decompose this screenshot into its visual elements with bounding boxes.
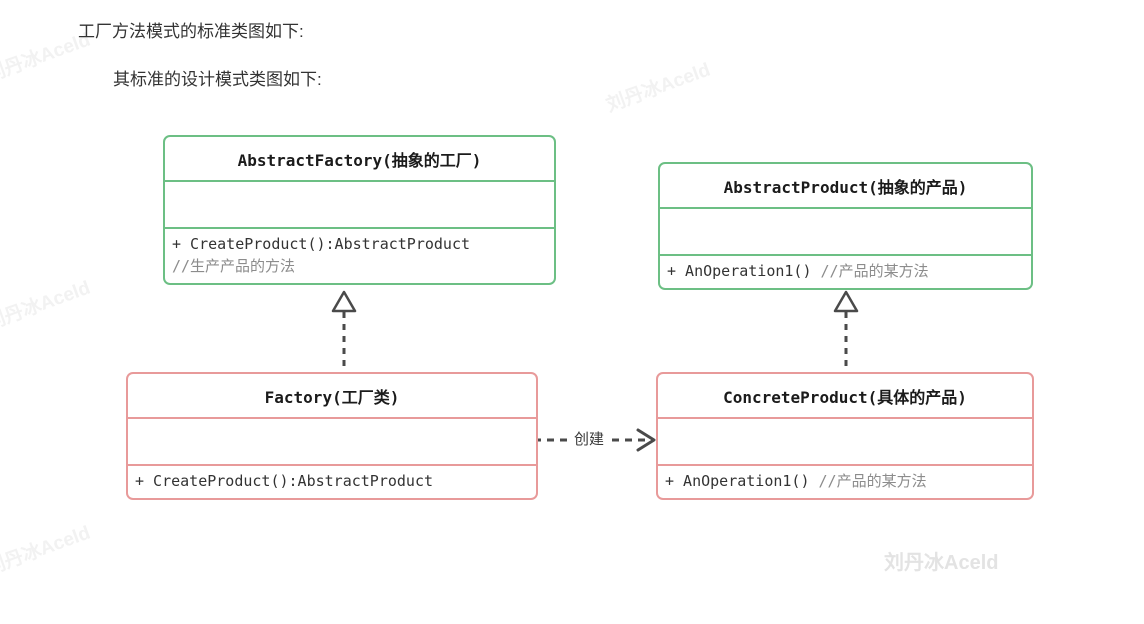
uml-attributes-compartment	[658, 419, 1032, 464]
uml-compartment-divider	[165, 227, 554, 229]
heading-line-1: 工厂方法模式的标准类图如下:	[78, 22, 304, 41]
uml-class-title: AbstractProduct(抽象的产品)	[723, 178, 968, 197]
uml-compartment-divider	[128, 464, 536, 466]
uml-method-signature: + CreateProduct():AbstractProduct	[135, 472, 434, 490]
uml-attributes-compartment	[128, 419, 536, 464]
uml-method-signature: + AnOperation1()	[665, 472, 810, 490]
realization-factory-to-abstract-factory	[331, 290, 357, 378]
uml-attributes-compartment	[165, 182, 554, 227]
watermark-center: 刘丹冰Aceld	[603, 59, 714, 117]
heading-line-2: 其标准的设计模式类图如下:	[113, 70, 322, 89]
uml-compartment-divider	[658, 464, 1032, 466]
uml-compartment-divider	[165, 180, 554, 182]
watermark-main: 刘丹冰Aceld	[884, 552, 999, 574]
uml-method-comment: //产品的某方法	[820, 262, 929, 280]
uml-class-abstract-factory[interactable]: AbstractFactory(抽象的工厂) + CreateProduct()…	[163, 135, 556, 285]
uml-methods-compartment: + CreateProduct():AbstractProduct //生产产品…	[165, 229, 554, 283]
uml-class-factory[interactable]: Factory(工厂类) + CreateProduct():AbstractP…	[126, 372, 538, 500]
uml-method-row: + AnOperation1() //产品的某方法	[667, 261, 1025, 283]
uml-attributes-compartment	[660, 209, 1031, 254]
uml-class-concrete-product[interactable]: ConcreteProduct(具体的产品) + AnOperation1() …	[656, 372, 1034, 500]
relation-label-create: 创建	[572, 428, 607, 449]
uml-methods-compartment: + AnOperation1() //产品的某方法	[660, 256, 1031, 288]
uml-methods-compartment: + AnOperation1() //产品的某方法	[658, 466, 1032, 498]
uml-compartment-divider	[660, 254, 1031, 256]
watermark-left-bottom: 刘丹冰Aceld	[0, 522, 94, 580]
uml-class-title: ConcreteProduct(具体的产品)	[723, 388, 967, 407]
uml-compartment-divider	[658, 417, 1032, 419]
uml-method-signature: + AnOperation1()	[667, 262, 812, 280]
uml-method-comment: //生产产品的方法	[172, 256, 296, 275]
uml-method-signature: + CreateProduct():AbstractProduct	[172, 235, 471, 253]
uml-class-title: AbstractFactory(抽象的工厂)	[237, 151, 482, 170]
realization-concrete-product-to-abstract-product	[833, 290, 859, 378]
uml-method-row: + AnOperation1() //产品的某方法	[665, 471, 1026, 493]
watermark-left-middle: 刘丹冰Aceld	[0, 277, 94, 335]
uml-class-title: Factory(工厂类)	[264, 388, 400, 407]
uml-compartment-divider	[128, 417, 536, 419]
uml-method-comment: //产品的某方法	[818, 472, 927, 490]
uml-class-abstract-product[interactable]: AbstractProduct(抽象的产品) + AnOperation1() …	[658, 162, 1033, 290]
uml-compartment-divider	[660, 207, 1031, 209]
uml-methods-compartment: + CreateProduct():AbstractProduct	[128, 466, 536, 498]
